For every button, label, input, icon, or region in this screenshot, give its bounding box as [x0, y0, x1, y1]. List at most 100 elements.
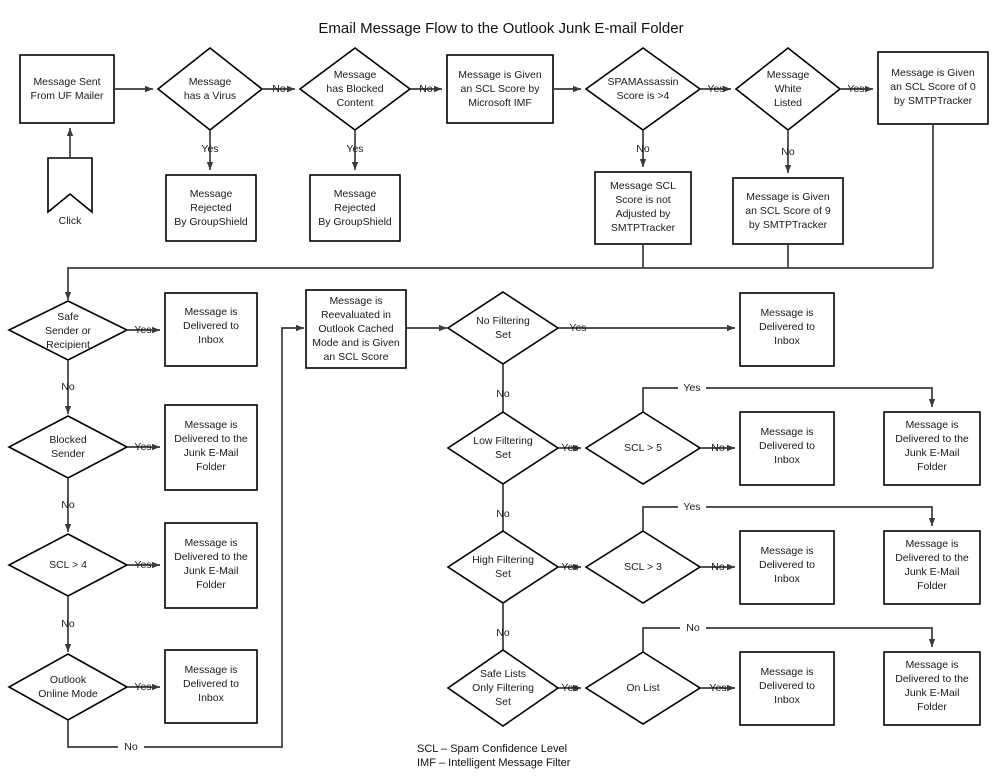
node-scl-gt-5[interactable]: SCL > 5 [584, 411, 702, 485]
edge-label-backing [678, 500, 706, 514]
svg-text:Message is: Message is [905, 659, 958, 671]
svg-text:Safe Lists: Safe Lists [480, 668, 526, 680]
node-scl-not-adjusted[interactable]: Message SCL Score is not Adjusted by SMT… [594, 171, 692, 245]
svg-text:Online Mode: Online Mode [38, 688, 98, 700]
node-junk-folder-3[interactable]: Message is Delivered to the Junk E-Mail … [883, 411, 981, 486]
edge-label-yes: Yes [134, 559, 151, 571]
node-inbox-1[interactable]: Message is Delivered to Inbox [164, 292, 258, 367]
svg-text:Message: Message [334, 188, 377, 200]
node-outlook-online-mode[interactable]: Outlook Online Mode [7, 653, 129, 721]
svg-text:Message: Message [190, 188, 233, 200]
svg-text:Score is >4: Score is >4 [617, 90, 670, 102]
svg-text:Safe: Safe [57, 311, 79, 323]
svg-text:Message is Given: Message is Given [746, 191, 830, 203]
svg-text:Sender: Sender [51, 448, 85, 460]
node-shape-rect [164, 649, 258, 724]
node-reevaluated-cached-mode[interactable]: Message is Reevaluated in Outlook Cached… [305, 289, 407, 369]
svg-text:SCL > 3: SCL > 3 [624, 561, 662, 573]
node-shape-rect [164, 292, 258, 367]
svg-text:By GroupShield: By GroupShield [318, 216, 392, 228]
node-low-filtering-set[interactable]: Low Filtering Set [446, 411, 560, 485]
node-junk-folder-2[interactable]: Message is Delivered to the Junk E-Mail … [164, 522, 258, 609]
svg-text:On List: On List [626, 682, 659, 694]
node-junk-folder-4[interactable]: Message is Delivered to the Junk E-Mail … [883, 530, 981, 605]
node-has-virus[interactable]: Message has a Virus [156, 46, 264, 132]
node-inbox-5[interactable]: Message is Delivered to Inbox [739, 530, 835, 605]
svg-text:Sender or: Sender or [45, 325, 92, 337]
svg-text:Reevaluated in: Reevaluated in [321, 309, 391, 321]
edge-label-yes: Yes [847, 83, 864, 95]
node-rejected-groupshield-2[interactable]: Message Rejected By GroupShield [309, 174, 401, 242]
svg-text:Outlook Cached: Outlook Cached [318, 323, 393, 335]
node-imf-scl-score[interactable]: Message is Given an SCL Score by Microso… [446, 54, 554, 124]
svg-text:Adjusted by: Adjusted by [616, 208, 672, 220]
node-no-filtering-set[interactable]: No Filtering Set [446, 291, 560, 365]
svg-text:an SCL Score by: an SCL Score by [461, 83, 541, 95]
svg-text:Inbox: Inbox [774, 573, 800, 585]
node-scl-score-9[interactable]: Message is Given an SCL Score of 9 by SM… [732, 177, 844, 245]
svg-text:Inbox: Inbox [774, 335, 800, 347]
svg-text:White: White [775, 83, 802, 95]
node-inbox-6[interactable]: Message is Delivered to Inbox [739, 651, 835, 726]
node-inbox-4[interactable]: Message is Delivered to Inbox [739, 411, 835, 486]
node-scl-gt-4[interactable]: SCL > 4 [7, 533, 129, 597]
node-shape-rect [883, 411, 981, 486]
svg-text:Message is: Message is [905, 538, 958, 550]
svg-text:Message is: Message is [760, 666, 813, 678]
node-high-filtering-set[interactable]: High Filtering Set [446, 530, 560, 604]
svg-text:Delivered to: Delivered to [759, 321, 815, 333]
svg-text:an SCL Score of 9: an SCL Score of 9 [745, 205, 831, 217]
edge-label-yes: Yes [561, 682, 578, 694]
node-shape-rect [739, 411, 835, 486]
edge-label-yes: Yes [683, 501, 700, 513]
svg-text:Message is: Message is [760, 545, 813, 557]
svg-text:Set: Set [495, 696, 511, 708]
node-start[interactable]: Message Sent From UF Mailer [19, 54, 115, 124]
node-junk-folder-5[interactable]: Message is Delivered to the Junk E-Mail … [883, 651, 981, 726]
edge-label-no: No [711, 561, 725, 573]
svg-text:Delivered to: Delivered to [183, 678, 239, 690]
node-has-blocked-content[interactable]: Message has Blocked Content [298, 47, 412, 131]
svg-text:Listed: Listed [774, 97, 802, 109]
edge-scl-gt-5-yes [642, 387, 936, 412]
node-click[interactable]: Click [47, 157, 93, 227]
page-title: Email Message Flow to the Outlook Junk E… [318, 20, 683, 37]
node-shape-rect [883, 530, 981, 605]
node-safe-sender-or-recipient[interactable]: Safe Sender or Recipient [7, 300, 129, 361]
svg-text:Message is: Message is [760, 426, 813, 438]
node-safe-lists-only-filtering-set[interactable]: Safe Lists Only Filtering Set [446, 649, 560, 727]
svg-text:Delivered to: Delivered to [183, 320, 239, 332]
edge-label-backing [678, 381, 706, 395]
edge-label-backing [680, 621, 706, 635]
edge-bus-to-safe-sender [64, 267, 933, 300]
svg-text:SMTPTracker: SMTPTracker [611, 222, 676, 234]
node-on-list[interactable]: On List [584, 651, 702, 725]
svg-text:Delivered to the: Delivered to the [895, 552, 969, 564]
svg-text:by SMTPTracker: by SMTPTracker [894, 95, 973, 107]
node-rejected-groupshield-1[interactable]: Message Rejected By GroupShield [165, 174, 257, 242]
node-message-white-listed[interactable]: Message White Listed [734, 46, 842, 132]
svg-text:Delivered to the: Delivered to the [895, 673, 969, 685]
svg-text:Folder: Folder [917, 461, 947, 473]
svg-text:Set: Set [495, 449, 511, 461]
node-scl-gt-3[interactable]: SCL > 3 [584, 530, 702, 604]
edge-label-yes: Yes [134, 681, 151, 693]
svg-text:Inbox: Inbox [774, 454, 800, 466]
node-spamassassin-score[interactable]: SPAMAssassin Score is >4 [584, 47, 702, 131]
svg-text:Rejected: Rejected [334, 202, 376, 214]
edge-label-no: No [686, 622, 700, 634]
node-blocked-sender[interactable]: Blocked Sender [7, 415, 129, 479]
svg-text:Message is: Message is [184, 537, 237, 549]
edge-online-mode-no [67, 324, 304, 748]
node-inbox-3[interactable]: Message is Delivered to Inbox [739, 292, 835, 367]
svg-text:SCL > 4: SCL > 4 [49, 559, 87, 571]
svg-text:Delivered to: Delivered to [759, 680, 815, 692]
svg-text:Folder: Folder [917, 580, 947, 592]
svg-text:Blocked: Blocked [49, 434, 87, 446]
node-inbox-2[interactable]: Message is Delivered to Inbox [164, 649, 258, 724]
svg-text:SCL > 5: SCL > 5 [624, 442, 662, 454]
node-junk-folder-1[interactable]: Message is Delivered to the Junk E-Mail … [164, 404, 258, 491]
node-scl-score-0[interactable]: Message is Given an SCL Score of 0 by SM… [877, 51, 989, 125]
edge-label-yes: Yes [134, 441, 151, 453]
